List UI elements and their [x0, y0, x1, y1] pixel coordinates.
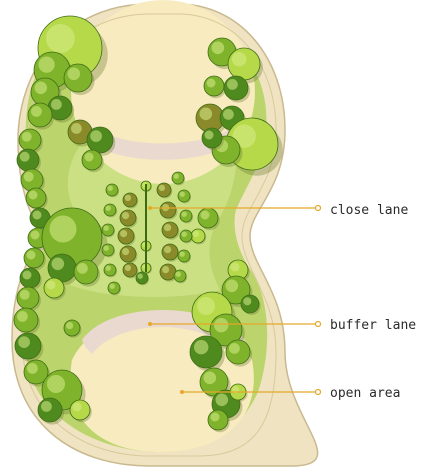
tree-highlight: [122, 248, 129, 255]
tree-highlight: [164, 224, 171, 231]
tree-highlight: [205, 131, 214, 140]
tree-highlight: [31, 106, 42, 117]
tree-highlight: [174, 174, 179, 179]
tree-highlight: [66, 322, 73, 329]
tree-highlight: [176, 272, 181, 277]
tree-highlight: [17, 311, 28, 322]
tree-highlight: [212, 42, 225, 55]
tree-highlight: [182, 232, 187, 237]
tree-highlight: [200, 108, 213, 121]
leader-end-dot-icon: [316, 206, 321, 211]
tree-highlight: [71, 123, 82, 134]
tree-highlight: [47, 281, 56, 290]
tree-highlight: [23, 271, 32, 280]
tree-highlight: [201, 211, 210, 220]
tree-highlight: [106, 266, 111, 271]
tree-highlight: [207, 79, 216, 88]
tree-highlight: [31, 231, 40, 240]
tree-highlight: [46, 24, 75, 53]
tree-highlight: [68, 68, 81, 81]
tree-highlight: [197, 297, 215, 315]
tree-highlight: [33, 211, 42, 220]
tree-highlight: [231, 263, 240, 272]
tree-highlight: [226, 280, 239, 293]
tree-highlight: [47, 375, 65, 393]
tree-highlight: [18, 336, 30, 348]
leader-end-dot-icon: [316, 322, 321, 327]
tree-highlight: [180, 252, 185, 257]
tree-highlight: [85, 153, 94, 162]
callout-close-lane: close lane: [330, 203, 408, 219]
tree-highlight: [223, 109, 234, 120]
tree-highlight: [138, 274, 143, 279]
tree-highlight: [180, 192, 185, 197]
tree-highlight: [29, 191, 38, 200]
tree-highlight: [229, 343, 240, 354]
tree-highlight: [211, 413, 220, 422]
tree-highlight: [159, 185, 165, 191]
tree-highlight: [162, 266, 169, 273]
tree-highlight: [120, 230, 127, 237]
tree-highlight: [90, 130, 102, 142]
tree-highlight: [216, 394, 229, 407]
tree-highlight: [104, 226, 109, 231]
tree-highlight: [77, 263, 88, 274]
tree-highlight: [232, 52, 246, 66]
tree-highlight: [24, 172, 34, 182]
tree-highlight: [243, 297, 251, 305]
tree-highlight: [20, 290, 30, 300]
callout-buffer-lane: buffer lane: [330, 318, 416, 334]
tree-highlight: [27, 251, 36, 260]
tree-highlight: [110, 284, 115, 289]
tree-highlight: [125, 195, 131, 201]
tree-highlight: [41, 401, 52, 412]
callout-open-area: open area: [330, 386, 400, 402]
tree-highlight: [194, 340, 208, 354]
tree-highlight: [35, 82, 48, 95]
tree-highlight: [50, 216, 77, 243]
tree-highlight: [51, 99, 62, 110]
tree-highlight: [106, 206, 111, 211]
tree-highlight: [22, 132, 32, 142]
tree-highlight: [125, 265, 131, 271]
tree-highlight: [20, 152, 30, 162]
tree-highlight: [39, 57, 55, 73]
tree-highlight: [193, 231, 199, 237]
leader-dot-icon: [180, 390, 184, 394]
tree-highlight: [73, 403, 82, 412]
leader-end-dot-icon: [316, 390, 321, 395]
tree-highlight: [214, 318, 228, 332]
tree-highlight: [227, 79, 238, 90]
tree-highlight: [182, 212, 187, 217]
tree-highlight: [27, 363, 38, 374]
tree-highlight: [108, 186, 113, 191]
leader-dot-icon: [148, 206, 152, 210]
tree-highlight: [122, 212, 129, 219]
tree-highlight: [52, 258, 65, 271]
tree-highlight: [164, 246, 171, 253]
tree-highlight: [204, 372, 217, 385]
tree-highlight: [104, 246, 109, 251]
leader-dot-icon: [148, 322, 152, 326]
